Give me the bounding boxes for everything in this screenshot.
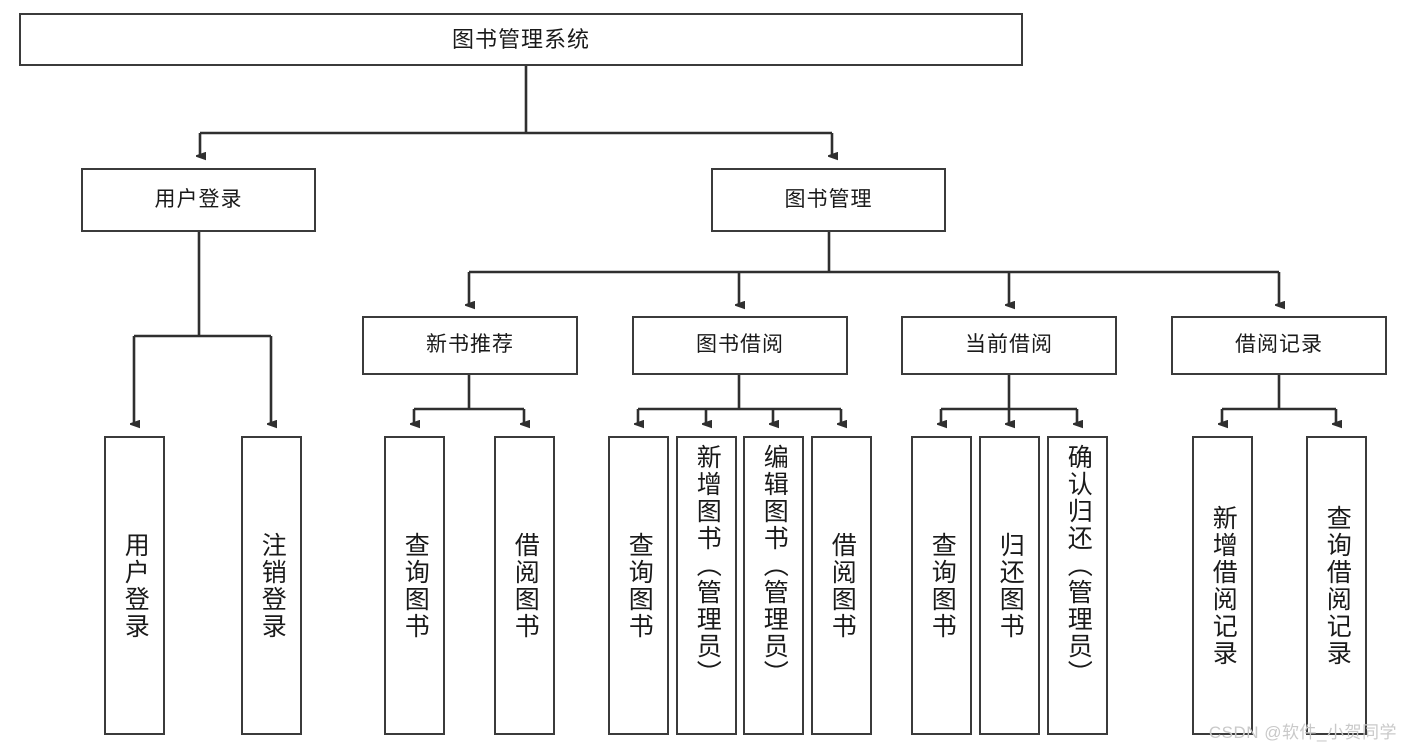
node-label: 用户登录 <box>121 531 150 640</box>
node-new-book-recommend[interactable]: 新书推荐 <box>362 316 578 375</box>
node-book-borrow[interactable]: 图书借阅 <box>632 316 848 375</box>
leaf-current-borrow-confirm-return-admin[interactable]: 确认归还（管理员） <box>1047 436 1108 735</box>
leaf-current-borrow-return-book[interactable]: 归还图书 <box>979 436 1040 735</box>
leaf-current-borrow-query-book[interactable]: 查询图书 <box>911 436 972 735</box>
leaf-book-borrow-edit-book-admin[interactable]: 编辑图书（管理员） <box>743 436 804 735</box>
node-book-management[interactable]: 图书管理 <box>711 168 946 232</box>
leaf-borrow-record-query-record[interactable]: 查询借阅记录 <box>1306 436 1367 735</box>
leaf-book-borrow-borrow-book[interactable]: 借阅图书 <box>811 436 872 735</box>
node-label: 借阅记录 <box>1235 333 1323 357</box>
node-label: 借阅图书 <box>511 531 540 640</box>
node-borrow-record[interactable]: 借阅记录 <box>1171 316 1387 375</box>
leaf-borrow-record-add-record[interactable]: 新增借阅记录 <box>1192 436 1253 735</box>
node-label: 当前借阅 <box>965 333 1053 357</box>
node-root-book-management-system[interactable]: 图书管理系统 <box>19 13 1023 66</box>
node-label: 新增借阅记录 <box>1209 504 1238 667</box>
leaf-book-borrow-query-book[interactable]: 查询图书 <box>608 436 669 735</box>
node-current-borrow[interactable]: 当前借阅 <box>901 316 1117 375</box>
node-label: 查询图书 <box>928 531 957 640</box>
node-user-login[interactable]: 用户登录 <box>81 168 316 232</box>
leaf-new-book-borrow-book[interactable]: 借阅图书 <box>494 436 555 735</box>
leaf-user-login-login[interactable]: 用户登录 <box>104 436 165 735</box>
node-label: 查询图书 <box>401 531 430 640</box>
node-label: 编辑图书（管理员） <box>760 444 789 687</box>
node-label: 查询借阅记录 <box>1323 504 1352 667</box>
watermark-text: CSDN @软件_小贺同学 <box>1208 723 1397 742</box>
node-label: 新增图书（管理员） <box>693 444 722 687</box>
leaf-book-borrow-add-book-admin[interactable]: 新增图书（管理员） <box>676 436 737 735</box>
node-label: 查询图书 <box>625 531 654 640</box>
leaf-new-book-query-book[interactable]: 查询图书 <box>384 436 445 735</box>
node-label: 图书借阅 <box>696 333 784 357</box>
node-label: 图书管理 <box>784 187 873 211</box>
node-label: 用户登录 <box>154 187 243 211</box>
node-label: 注销登录 <box>258 531 287 640</box>
node-label: 图书管理系统 <box>451 26 590 52</box>
node-label: 借阅图书 <box>828 531 857 640</box>
node-label: 新书推荐 <box>426 333 514 357</box>
leaf-user-login-logout[interactable]: 注销登录 <box>241 436 302 735</box>
node-label: 归还图书 <box>996 531 1025 640</box>
node-label: 确认归还（管理员） <box>1064 444 1093 687</box>
